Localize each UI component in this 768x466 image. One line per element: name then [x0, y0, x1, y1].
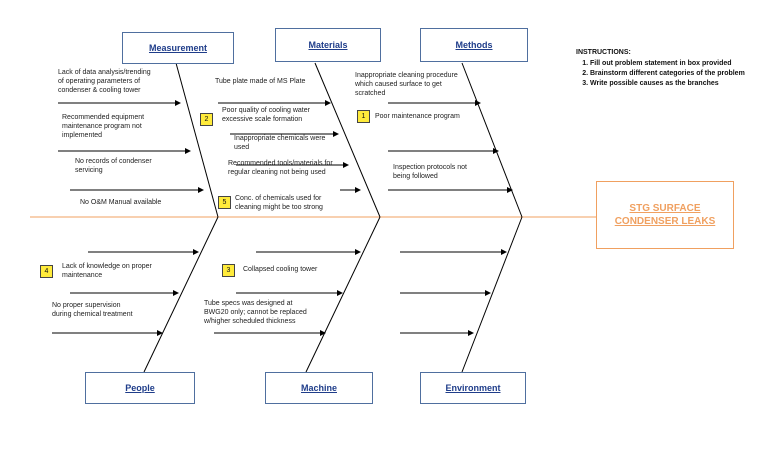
category-machine-label: Machine — [300, 383, 337, 393]
category-people: People — [85, 372, 195, 404]
rank-badge-4: 4 — [40, 265, 53, 278]
category-methods-label: Methods — [455, 40, 493, 50]
category-materials: Materials — [275, 28, 381, 62]
category-machine: Machine — [265, 372, 373, 404]
category-environment: Environment — [420, 372, 526, 404]
instructions-panel: INSTRUCTIONS: Fill out problem statement… — [576, 48, 762, 89]
instruction-item: Brainstorm different categories of the p… — [590, 69, 762, 78]
bone-machine — [305, 216, 381, 373]
cause-materials-2: Poor quality of cooling water excessive … — [222, 107, 310, 123]
cause-measurement-4: No O&M Manual available — [80, 199, 162, 206]
problem-statement: STG SURFACE CONDENSER LEAKS — [614, 203, 716, 227]
cause-materials-3: Inappropriate chemicals were used — [234, 135, 326, 151]
cause-measurement-2: Recommended equipment maintenance progra… — [62, 114, 145, 139]
rank-badge-3: 3 — [222, 264, 235, 277]
category-methods: Methods — [420, 28, 528, 62]
cause-machine-1: Collapsed cooling tower — [243, 266, 318, 273]
category-measurement-label: Measurement — [148, 43, 208, 53]
bone-people — [143, 216, 219, 373]
instructions-list: Fill out problem statement in box provid… — [576, 59, 762, 88]
cause-measurement-1: Lack of data analysis/trending of operat… — [58, 69, 151, 94]
cause-people-2: No proper supervision during chemical tr… — [52, 302, 133, 318]
cause-methods-2: Poor maintenance program — [375, 113, 460, 120]
bone-measurement — [175, 62, 219, 218]
cause-machine-2: Tube specs was designed at BWG20 only; c… — [204, 300, 307, 325]
rank-badge-5: 5 — [218, 196, 231, 209]
instruction-item: Write possible causes as the branches — [590, 79, 762, 88]
cause-methods-3: Inspection protocols not being followed — [393, 164, 467, 180]
cause-materials-4: Recommended tools/materials for regular … — [228, 160, 333, 176]
rank-badge-2: 2 — [200, 113, 213, 126]
category-measurement: Measurement — [122, 32, 234, 64]
rank-badge-1: 1 — [357, 110, 370, 123]
cause-materials-5: Conc. of chemicals used for cleaning mig… — [235, 195, 323, 211]
category-environment-label: Environment — [445, 383, 501, 393]
category-materials-label: Materials — [308, 40, 348, 50]
cause-methods-1: Inappropriate cleaning procedure which c… — [355, 72, 458, 97]
bone-materials — [314, 62, 381, 218]
instruction-item: Fill out problem statement in box provid… — [590, 59, 762, 68]
problem-statement-box: STG SURFACE CONDENSER LEAKS — [596, 181, 734, 249]
bone-environment — [461, 216, 523, 373]
cause-materials-1: Tube plate made of MS Plate — [215, 78, 306, 85]
instructions-title: INSTRUCTIONS: — [576, 49, 631, 56]
cause-measurement-3: No records of condenser servicing — [75, 158, 152, 174]
cause-people-1: Lack of knowledge on proper maintenance — [62, 263, 152, 279]
category-people-label: People — [125, 383, 155, 393]
